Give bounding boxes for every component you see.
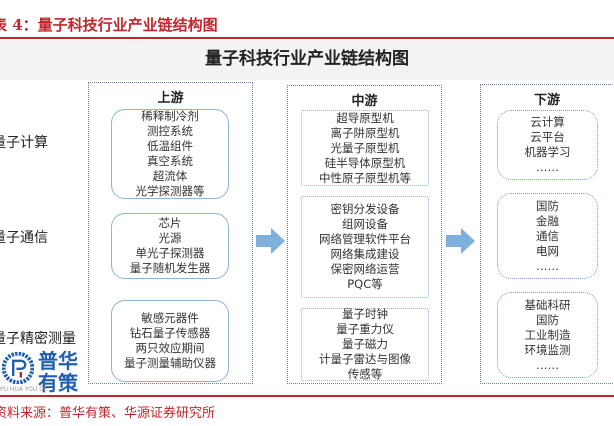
box-item: 电网: [536, 243, 559, 258]
box-item: 国防: [536, 198, 559, 213]
downstream-title: 下游: [533, 93, 560, 108]
box-item: 工业制造: [524, 327, 571, 342]
box-item: 两只效应期间: [135, 341, 205, 355]
midstream-column: 中游 超导原型机离子阱原型机光量子原型机硅半导体原型机中性原子原型机等 密钥分发…: [287, 85, 442, 384]
source-divider: [0, 395, 614, 397]
arrow-right-icon: [446, 228, 475, 254]
downstream-box: 国防金融通信电网……: [497, 193, 598, 279]
logo-emblem-icon: [2, 352, 34, 384]
box-item: 钻石量子传感器: [129, 326, 211, 340]
box-item: 离子阱原型机: [330, 125, 400, 140]
box-item: 量子时钟: [342, 307, 388, 321]
box-item: 单光子探测器: [135, 246, 205, 260]
downstream-box: 基础科研国防工业制造环境监测……: [497, 292, 598, 378]
midstream-box: 量子时钟量子重力仪量子磁力计量子雷达与图像传感等: [301, 307, 429, 381]
box-item: 测控系统: [147, 124, 193, 138]
box-item: 云计算: [530, 115, 565, 129]
box-item: 云平台: [530, 130, 565, 144]
box-item: 传感等: [347, 367, 383, 381]
box-item: 基础科研: [524, 297, 571, 312]
box-item: 稀释制冷剂: [141, 109, 199, 123]
downstream-column: 下游 云计算云平台机器学习…… 国防金融通信电网…… 基础科研国防工业制造环境监…: [480, 84, 614, 384]
box-item: 超流体: [152, 169, 188, 183]
box-item: 环境监测: [524, 342, 571, 357]
box-item: ……: [536, 160, 559, 174]
box-item: 机器学习: [524, 145, 571, 159]
box-item: 网络管理软件平台: [319, 232, 411, 246]
box-item: 低温组件: [147, 139, 193, 153]
box-item: 密钥分发设备: [330, 202, 400, 216]
upstream-column: 上游 稀释制冷剂测控系统低温组件真空系统超流体光学探测器等 芯片光源单光子探测器…: [88, 82, 253, 384]
arrow-right-icon: [256, 228, 285, 254]
box-item: 硅半导体原型机: [324, 155, 406, 170]
box-item: 通信: [536, 228, 559, 243]
box-item: 光量子原型机: [330, 140, 400, 155]
upstream-box: 敏感元器件钻石量子传感器两只效应期间量子测量辅助仪器: [111, 300, 229, 382]
box-item: 敏感元器件: [141, 311, 199, 325]
box-item: 保密网络运营: [330, 262, 400, 276]
box-item: 中性原子原型机等: [319, 170, 411, 185]
box-item: 光源: [158, 231, 182, 245]
upstream-title: 上游: [157, 91, 184, 106]
upstream-box: 稀释制冷剂测控系统低温组件真空系统超流体光学探测器等: [111, 109, 229, 199]
box-item: 计量子雷达与图像: [319, 352, 411, 366]
box-item: 金融: [536, 213, 559, 228]
midstream-title: 中游: [351, 94, 378, 109]
midstream-box: 超导原型机离子阱原型机光量子原型机硅半导体原型机中性原子原型机等: [301, 110, 429, 186]
box-item: 量子磁力: [342, 337, 388, 351]
figure-title: 表 4：量子科技行业产业链结构图: [0, 16, 218, 34]
watermark-subtext: PU HUA YOU CE: [0, 386, 48, 393]
downstream-box: 云计算云平台机器学习……: [497, 110, 598, 180]
diagram-header-band: [0, 40, 614, 80]
title-divider: [0, 37, 614, 39]
box-item: 国防: [536, 312, 559, 327]
box-item: PQC等: [347, 277, 383, 291]
row-label-communication: 量子通信: [0, 230, 48, 246]
row-label-computing: 量子计算: [0, 135, 48, 151]
box-item: 超导原型机: [336, 110, 394, 125]
box-item: 芯片: [158, 216, 182, 230]
watermark-text: 普华有策: [38, 349, 78, 395]
box-item: 光学探测器等: [135, 184, 205, 198]
box-item: ……: [536, 357, 559, 372]
box-item: ……: [536, 258, 559, 273]
source-note: 资料来源：普华有策、华源证券研究所: [0, 406, 216, 421]
box-item: 量子重力仪: [336, 322, 394, 336]
box-item: 真空系统: [147, 154, 193, 168]
box-item: 组网设备: [342, 217, 388, 231]
row-label-measurement: 量子精密测量: [0, 331, 76, 347]
box-item: 量子测量辅助仪器: [124, 356, 216, 370]
upstream-box: 芯片光源单光子探测器量子随机发生器: [111, 213, 229, 279]
box-item: 网络集成建设: [330, 247, 400, 261]
box-item: 量子随机发生器: [129, 261, 211, 275]
diagram-title: 量子科技行业产业链结构图: [205, 49, 409, 69]
